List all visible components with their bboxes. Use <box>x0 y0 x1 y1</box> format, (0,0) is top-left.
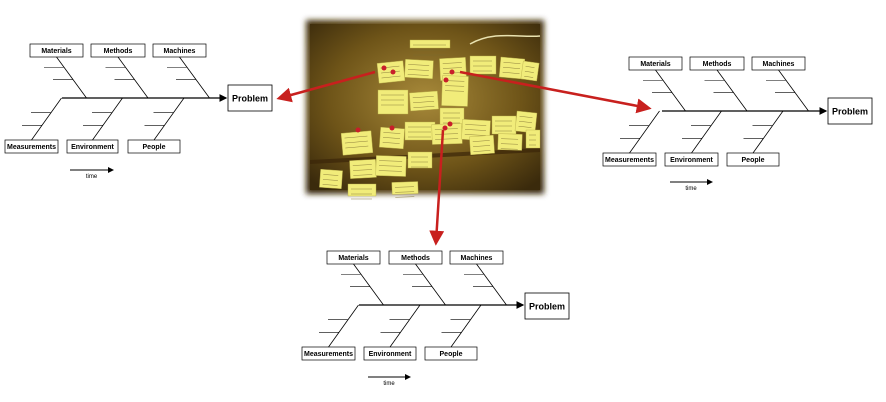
push-pin <box>442 125 448 131</box>
category-label: Methods <box>104 48 133 55</box>
arrow-to-left-diagram <box>276 70 376 103</box>
sticky-note <box>525 129 541 149</box>
sticky-notes-photo <box>300 14 550 200</box>
cause-bone <box>92 97 123 141</box>
cause-bone <box>629 110 660 154</box>
push-pin <box>355 127 361 133</box>
cause-bone <box>716 69 748 112</box>
cause-bone <box>778 69 809 112</box>
sticky-note <box>340 130 374 156</box>
category-label: Environment <box>71 144 114 151</box>
push-pin <box>389 125 395 131</box>
sticky-note <box>409 90 439 112</box>
sticky-note <box>407 151 433 169</box>
category-label: Materials <box>41 48 71 55</box>
category-label: Measurements <box>605 157 654 164</box>
category-label: People <box>742 157 765 164</box>
category-label: Measurements <box>304 351 353 358</box>
category-label: People <box>440 351 463 358</box>
category-label: Machines <box>763 61 795 68</box>
sticky-note <box>491 115 517 135</box>
sticky-note <box>349 159 377 179</box>
cause-bone <box>389 304 421 348</box>
cause-bone <box>476 263 507 306</box>
category-label: Machines <box>164 48 196 55</box>
sticky-note <box>497 133 523 151</box>
cause-bone <box>153 97 185 141</box>
sticky-note <box>469 134 495 156</box>
category-label: People <box>143 144 166 151</box>
category-label: Materials <box>338 255 368 262</box>
push-pin <box>447 121 453 127</box>
cause-bone <box>179 56 210 99</box>
time-label: time <box>685 186 697 192</box>
fishbone-diagram-right: Problem Materials Methods MachinesMeasureme… <box>602 56 873 192</box>
sticky-note <box>469 55 497 75</box>
category-label: Methods <box>703 61 732 68</box>
cause-bone <box>56 56 87 99</box>
sticky-note <box>409 39 451 49</box>
sticky-note <box>520 60 540 82</box>
fishbone-diagram-bottom: Problem Materials Methods MachinesMeasureme… <box>301 250 570 387</box>
problem-box <box>827 97 873 125</box>
problem-label: Problem <box>232 94 268 104</box>
cause-bone <box>353 263 384 306</box>
sticky-note <box>404 121 436 141</box>
cause-bone <box>752 110 784 154</box>
problem-box <box>524 292 570 320</box>
sticky-note <box>404 59 434 79</box>
cause-bone <box>328 304 359 348</box>
sticky-note <box>391 181 419 195</box>
cause-bone <box>31 97 62 141</box>
category-label: Environment <box>670 157 713 164</box>
problem-label: Problem <box>529 302 565 312</box>
problem-box <box>227 84 273 112</box>
red-arrows <box>276 70 652 246</box>
category-label: Machines <box>461 255 493 262</box>
category-label: Measurements <box>7 144 56 151</box>
cause-bone <box>117 56 149 99</box>
sticky-note <box>377 89 409 115</box>
push-pin <box>381 65 387 71</box>
category-label: Methods <box>401 255 430 262</box>
problem-label: Problem <box>832 107 868 117</box>
sticky-note <box>347 183 377 197</box>
cause-bone <box>415 263 446 306</box>
cause-bone <box>691 110 722 154</box>
cause-bone <box>450 304 482 348</box>
cause-bone <box>655 69 686 112</box>
push-pin <box>443 77 449 83</box>
sticky-note <box>319 169 343 189</box>
category-label: Materials <box>640 61 670 68</box>
arrow-to-right-diagram <box>459 70 652 114</box>
arrow-to-bottom-diagram <box>429 129 445 246</box>
category-label: Environment <box>369 351 412 358</box>
push-pin <box>390 69 396 75</box>
time-label: time <box>86 174 98 180</box>
time-label: time <box>383 381 395 387</box>
push-pin <box>449 69 455 75</box>
fishbone-diagram-left: Problem Materials Methods MachinesMeasureme… <box>4 43 273 180</box>
